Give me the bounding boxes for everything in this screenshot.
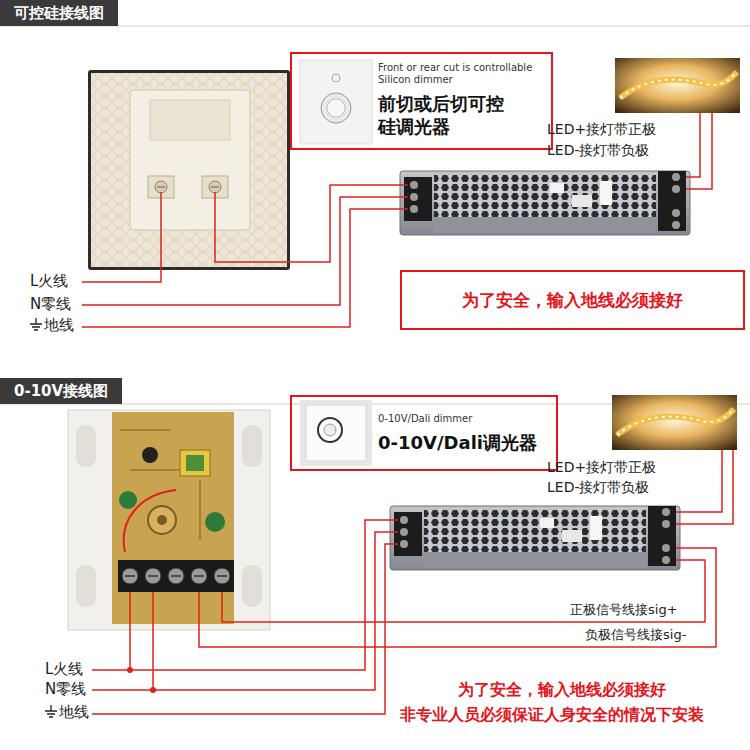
header-text: 0-10V接线图 <box>14 382 108 401</box>
header-text: 可控硅接线图 <box>14 4 104 23</box>
dimmer-english: Front or rear cut is controllable Silico… <box>378 62 543 86</box>
warning-text: 为了安全，输入地线必须接好 <box>462 289 683 312</box>
signal-label: 正极信号线接sig+ <box>570 603 678 618</box>
dimmer-box: Front or rear cut is controllable Silico… <box>290 52 553 150</box>
led-label: LED-接灯带负极 <box>547 479 649 495</box>
warning-box: 为了安全，输入地线必须接好 <box>400 270 745 330</box>
led-label: LED-接灯带负极 <box>547 142 649 158</box>
dimmer-box: 0-10V/Dali dimmer 0-10V/Dali调光器 <box>290 395 558 471</box>
wire-label: 地线 <box>44 317 74 334</box>
led-label: LED+接灯带正极 <box>547 459 656 475</box>
dimmer-english: 0-10V/Dali dimmer <box>378 413 543 425</box>
warning-note: 为了安全，输入地线必须接好 <box>458 681 666 699</box>
signal-label: 负极信号线接sig- <box>585 628 686 643</box>
wire-label: N零线 <box>30 296 71 313</box>
wire-label: N零线 <box>45 681 86 698</box>
section-header: 0-10V接线图 <box>0 378 122 404</box>
dimmer-chinese: 0-10V/Dali调光器 <box>378 431 548 454</box>
wire-label: L火线 <box>45 661 83 678</box>
dimmer-chinese: 前切或后切可控硅调光器 <box>378 92 518 139</box>
warning-note: 非专业人员必须保证人身安全的情况下安装 <box>400 706 704 724</box>
wire-label: L火线 <box>30 273 68 290</box>
section-header: 可控硅接线图 <box>0 0 118 26</box>
led-label: LED+接灯带正极 <box>547 121 656 137</box>
wire-label: 地线 <box>59 704 89 721</box>
